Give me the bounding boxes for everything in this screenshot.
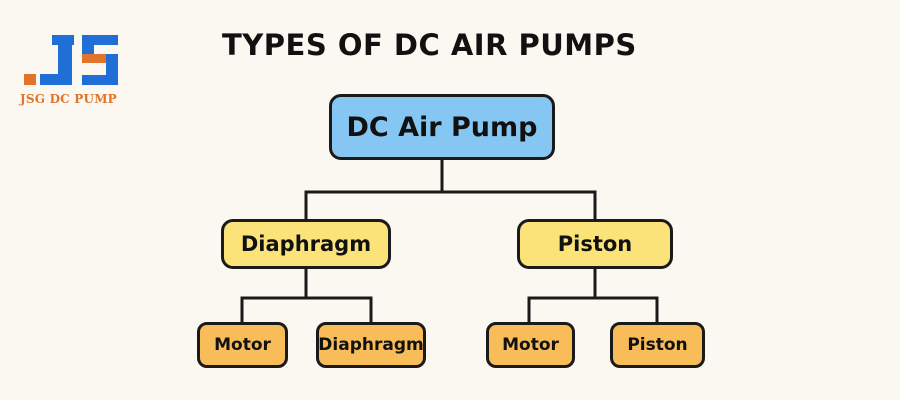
node-dc-air-pump: DC Air Pump bbox=[329, 94, 555, 160]
node-diaphragm-leaf: Diaphragm bbox=[316, 322, 426, 368]
node-piston-leaf: Piston bbox=[610, 322, 705, 368]
node-motor-right: Motor bbox=[486, 322, 575, 368]
node-motor-left: Motor bbox=[197, 322, 288, 368]
diagram-title: TYPES OF DC AIR PUMPS bbox=[222, 28, 637, 62]
logo-text: JSG DC PUMP bbox=[20, 92, 117, 106]
node-piston: Piston bbox=[517, 219, 673, 269]
jsg-logo-icon bbox=[24, 35, 118, 85]
node-diaphragm: Diaphragm bbox=[221, 219, 391, 269]
